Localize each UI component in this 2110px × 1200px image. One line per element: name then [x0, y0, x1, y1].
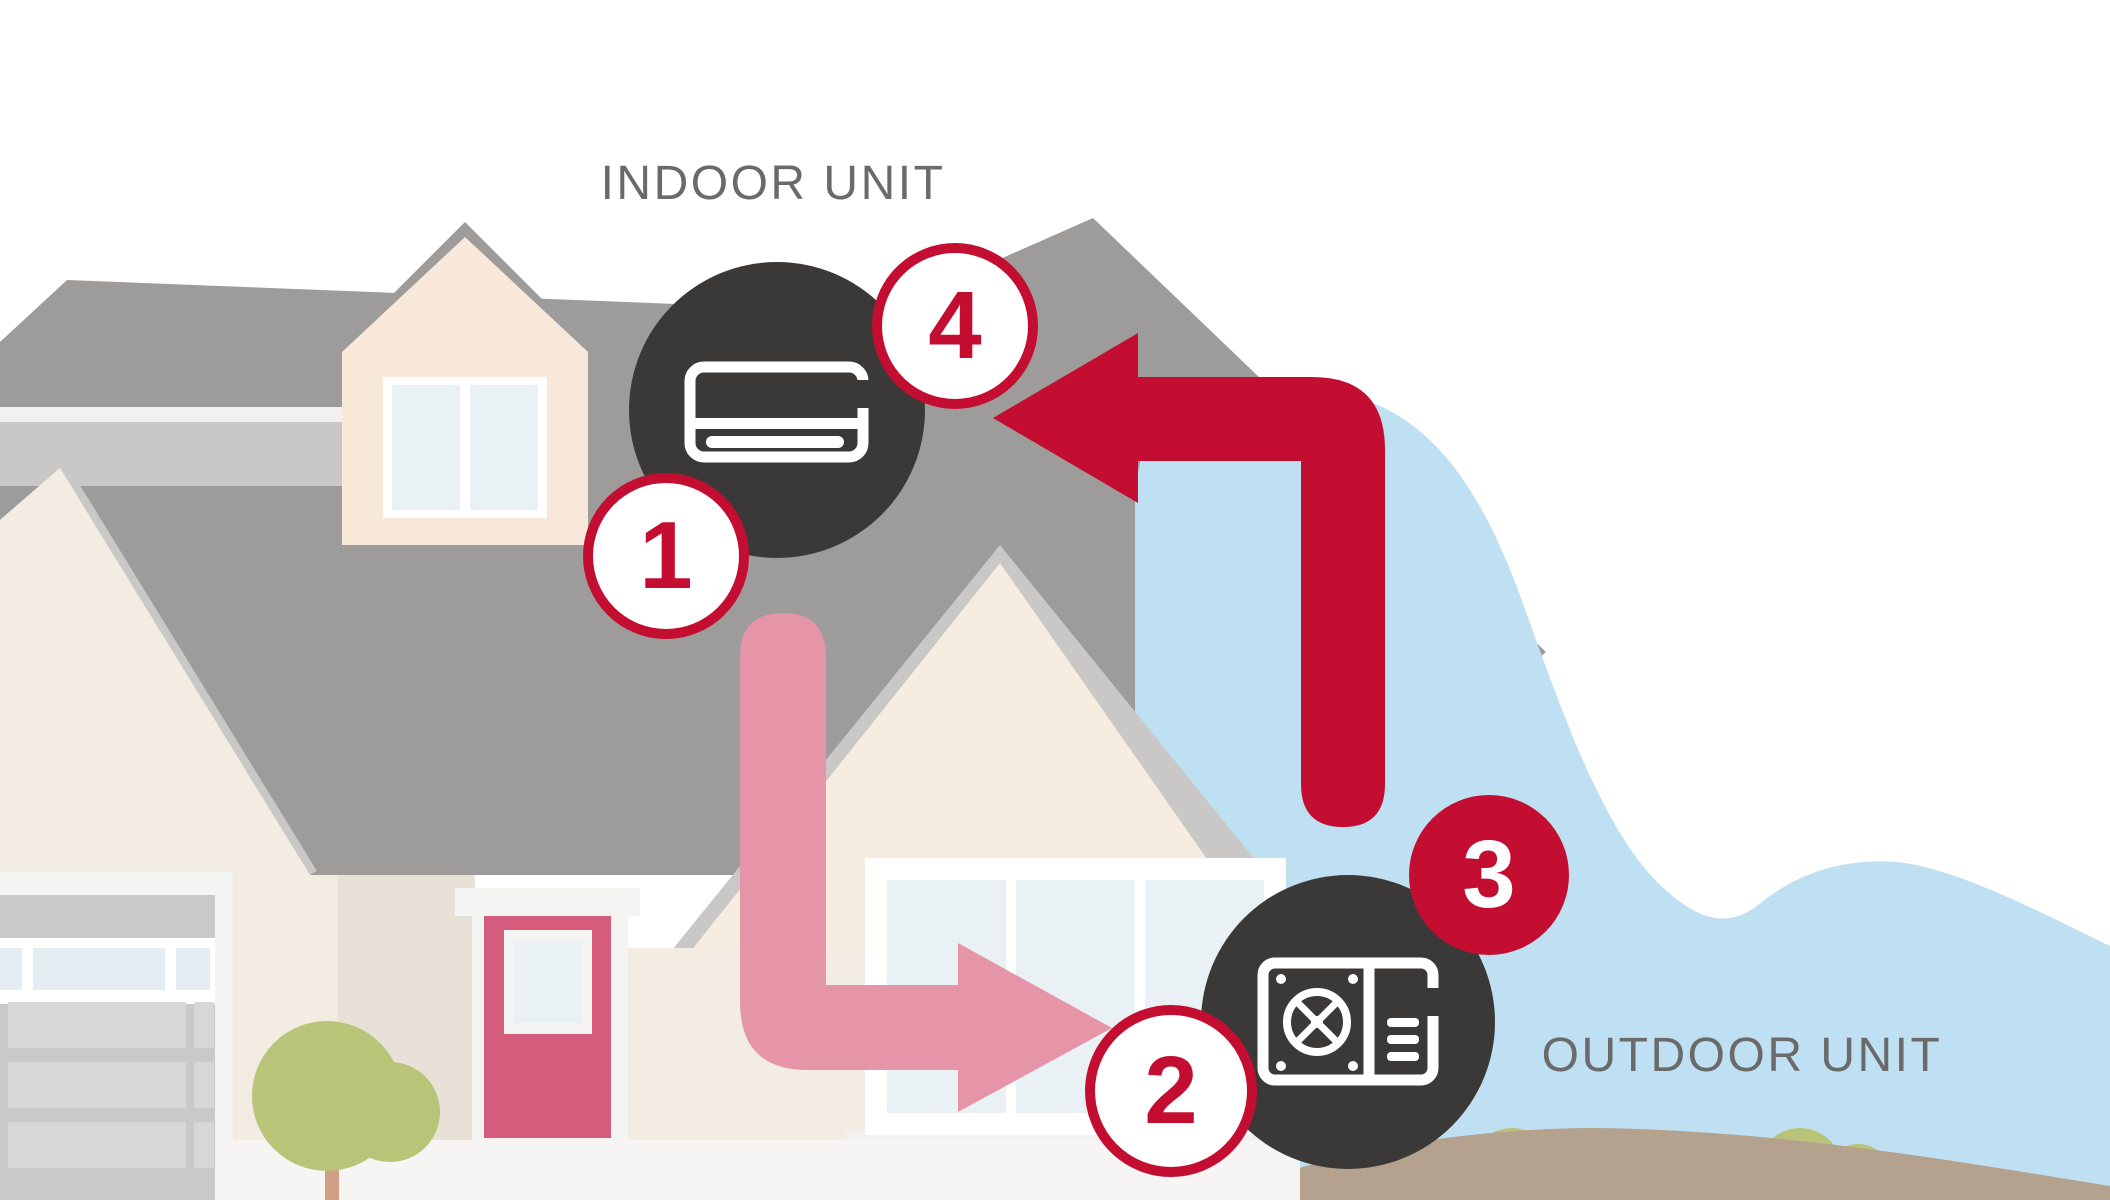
step-badge-3: 3	[1409, 795, 1569, 955]
house-front	[0, 222, 1328, 1200]
tree	[252, 1021, 440, 1200]
outdoor-unit-label: OUTDOOR UNIT	[1541, 1029, 1943, 1082]
ground-mound	[1215, 1128, 2110, 1200]
pink-arrowhead	[958, 943, 1112, 1112]
red-flow-arrow	[993, 333, 1385, 827]
outdoor-unit-circle	[1201, 875, 1495, 1169]
step-badge-2: 2	[1085, 1005, 1257, 1177]
roof-fascia	[0, 407, 345, 422]
step-badge-4: 4	[872, 243, 1038, 409]
front-door	[455, 888, 640, 1140]
outdoor-unit-icon	[1257, 957, 1444, 1086]
red-arrowhead	[993, 333, 1138, 503]
step-badge-1: 1	[583, 473, 749, 639]
pink-flow-arrow	[740, 613, 1112, 1112]
indoor-unit-label: INDOOR UNIT	[600, 157, 946, 210]
garage-door	[0, 872, 233, 1200]
indoor-unit-icon	[684, 361, 871, 463]
dormer	[315, 222, 615, 545]
